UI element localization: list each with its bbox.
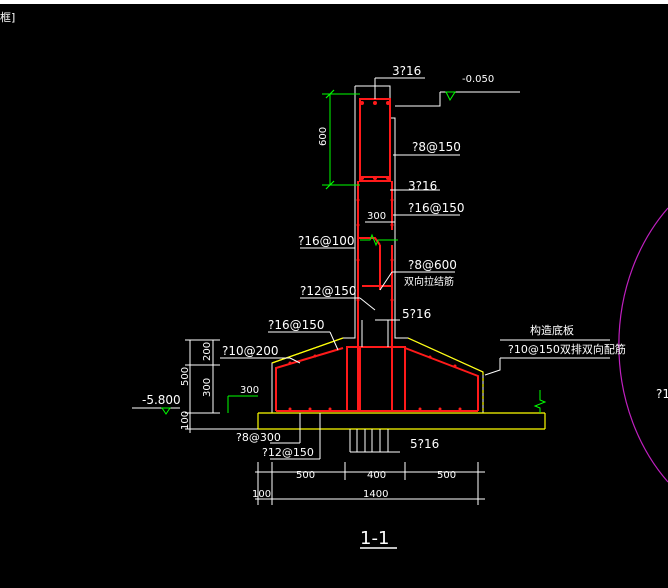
dim-v-500: 500 — [180, 367, 191, 386]
label-tie-bars-note: 双向拉结筋 — [404, 275, 454, 288]
label-tie-bars: ?8@600 — [408, 258, 457, 272]
dim-h-400: 400 — [367, 470, 386, 481]
green-dimensions — [161, 91, 547, 415]
dim-v-600: 600 — [318, 127, 329, 146]
label-cushion-bars: ?8@300 — [236, 431, 281, 444]
label-dowel-bars: ?12@150 — [300, 284, 357, 298]
dim-h-500-left: 500 — [296, 470, 315, 481]
dim-v-100: 100 — [180, 411, 191, 430]
label-top-bars: 3?16 — [392, 64, 421, 78]
label-right-partial: ?1 — [656, 387, 668, 401]
label-slab-note-title: 构造底板 — [530, 323, 574, 337]
label-slab-bars-left: ?10@200 — [222, 344, 279, 358]
label-dowel-bars-bottom: ?12@150 — [262, 446, 314, 459]
frame-label: 框] — [0, 11, 16, 24]
label-hook-bars: ?16@100 — [298, 234, 355, 248]
window-top-bar — [0, 0, 668, 4]
dim-h-1400: 1400 — [363, 489, 388, 500]
dim-v-300: 300 — [202, 378, 213, 397]
label-dim-300: 300 — [367, 211, 386, 222]
label-side-bars: ?16@150 — [408, 201, 465, 215]
label-bottom-level: -5.800 — [142, 393, 181, 407]
dim-h-100: 100 — [252, 489, 271, 500]
concrete-outline — [257, 85, 546, 430]
cushion-layer — [257, 337, 546, 430]
section-label: 1-1 — [360, 528, 389, 549]
label-slope-bars: ?16@150 — [268, 318, 325, 332]
label-bars-middle: 3?16 — [408, 179, 437, 193]
dim-v-200: 200 — [202, 342, 213, 361]
dim-h-500-right: 500 — [437, 470, 456, 481]
rebar-dots — [288, 101, 462, 411]
label-slab-note-bars: ?10@150双排双向配筋 — [508, 342, 626, 356]
leader-lines — [132, 77, 610, 549]
reference-circle-arc — [618, 207, 668, 483]
green-ticks — [325, 89, 335, 190]
label-bottom-bars: 5?16 — [402, 307, 431, 321]
label-bottom-bars-2: 5?16 — [410, 437, 439, 451]
label-top-level: -0.050 — [462, 74, 494, 85]
label-left-300: 300 — [240, 385, 259, 396]
label-stirrup-upper: ?8@150 — [412, 140, 461, 154]
